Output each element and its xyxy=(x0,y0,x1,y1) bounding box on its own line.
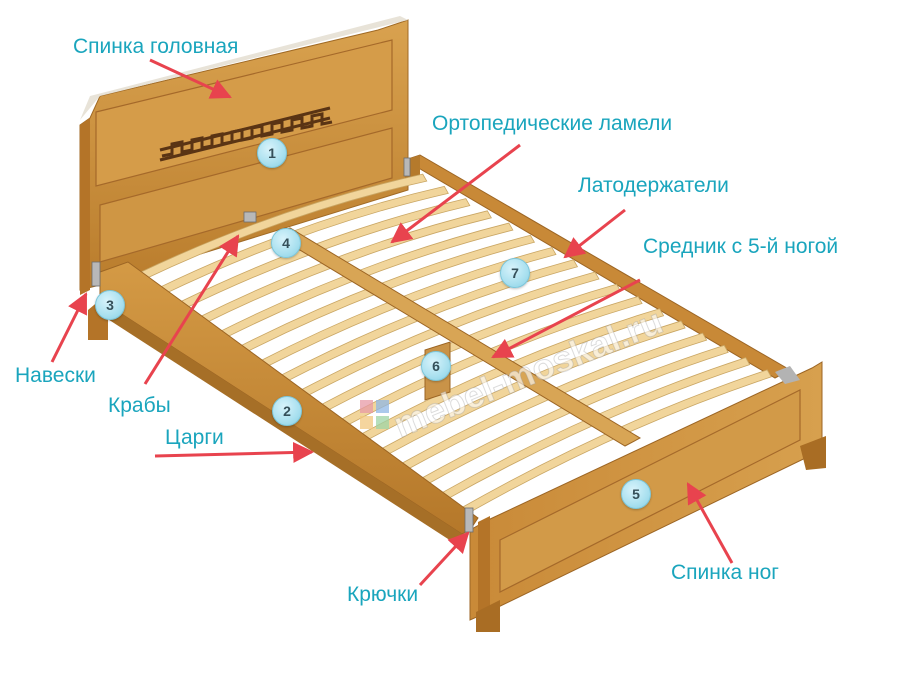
arrow-hooks xyxy=(418,531,470,587)
marker-7: 7 xyxy=(500,258,530,288)
marker-6: 6 xyxy=(421,351,451,381)
slat xyxy=(238,234,536,355)
slat xyxy=(378,320,686,458)
slat xyxy=(258,247,557,370)
marker-4: 4 xyxy=(271,228,301,258)
arrow-side-rails xyxy=(154,441,315,463)
arrow-headboard xyxy=(149,58,232,99)
headboard xyxy=(79,16,409,340)
marker-2: 2 xyxy=(272,396,302,426)
marker-3: 3 xyxy=(95,290,125,320)
arrow-center-beam xyxy=(491,278,641,359)
slat xyxy=(157,185,449,296)
arrow-hangers xyxy=(50,292,88,363)
slat xyxy=(197,210,492,325)
arrow-crabs xyxy=(143,234,240,385)
label-crabs: Крабы xyxy=(108,394,171,417)
arrows xyxy=(50,58,734,587)
arrow-slats xyxy=(390,143,521,244)
slat xyxy=(278,259,579,384)
label-center-beam: Средник с 5-й ногой xyxy=(643,235,839,258)
label-footboard: Спинка ног xyxy=(671,561,779,584)
arrow-footboard xyxy=(686,482,734,564)
label-headboard: Спинка головная xyxy=(73,35,239,58)
slat xyxy=(419,344,729,487)
greek-key-ornament xyxy=(159,106,333,162)
slat xyxy=(439,357,751,502)
label-hangers: Навески xyxy=(15,364,96,387)
label-slats: Ортопедические ламели xyxy=(432,112,673,135)
slat xyxy=(177,198,471,311)
marker-1: 1 xyxy=(257,138,287,168)
label-hooks: Крючки xyxy=(347,583,419,606)
label-side-rails: Царги xyxy=(165,426,224,449)
slat xyxy=(358,308,665,443)
label-slat-holders: Латодержатели xyxy=(578,174,729,197)
slat-group xyxy=(137,173,772,517)
slat xyxy=(399,332,708,473)
hardware xyxy=(91,157,474,533)
slat xyxy=(459,369,772,517)
arrow-slat-holders xyxy=(563,208,626,259)
marker-5: 5 xyxy=(621,479,651,509)
slat xyxy=(217,222,514,340)
slat xyxy=(298,271,600,399)
